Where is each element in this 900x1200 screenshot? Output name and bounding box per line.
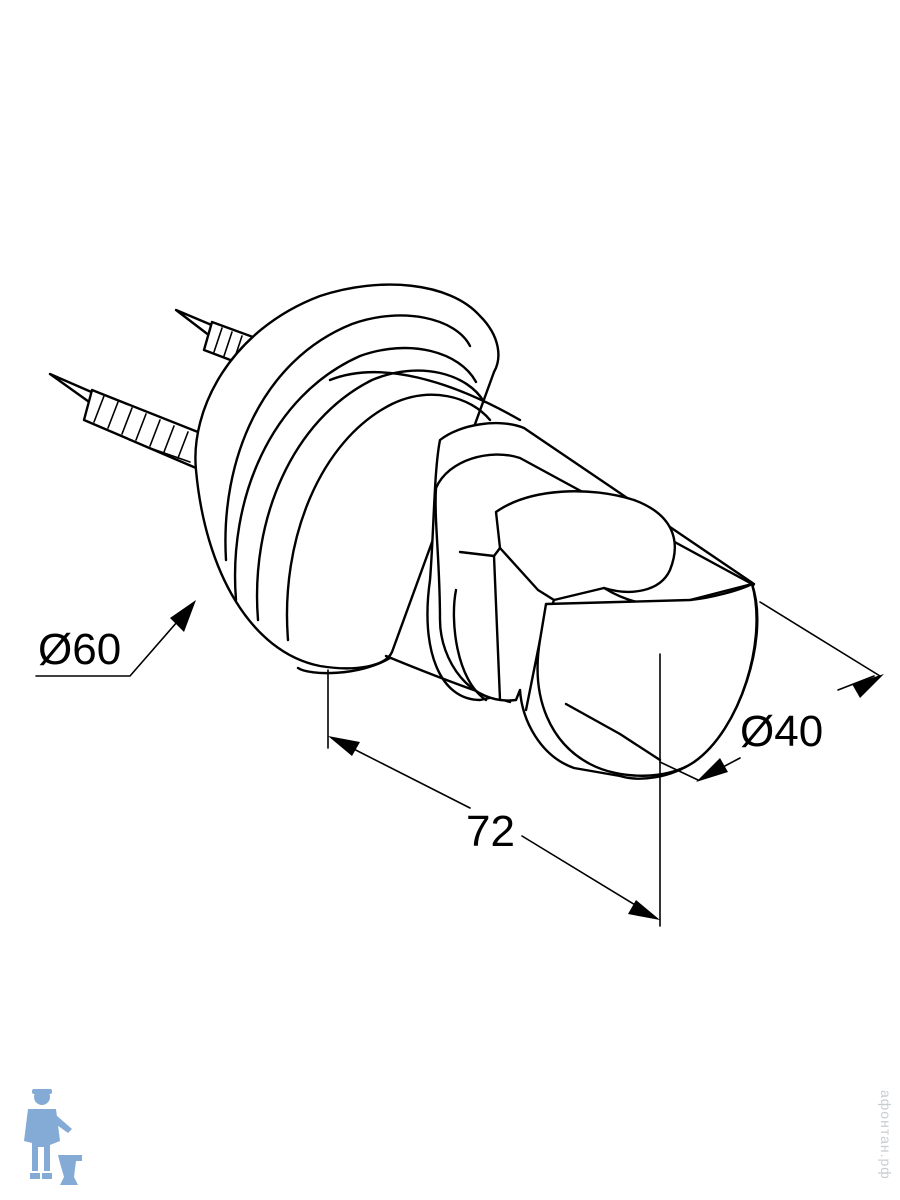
flange-diameter-label: Ø60	[38, 625, 121, 674]
length-label: 72	[466, 807, 515, 856]
dimension-holder-diameter	[659, 601, 884, 782]
dimension-flange-diameter	[35, 600, 196, 677]
lower-screw	[48, 372, 210, 470]
holder-head	[434, 453, 759, 780]
holder-diameter-label: Ø40	[740, 707, 823, 756]
wall-flange	[194, 283, 500, 675]
dimension-length	[327, 653, 661, 927]
plumber-logo-icon	[24, 1089, 82, 1185]
site-watermark: афонтан.рф	[878, 1090, 894, 1180]
